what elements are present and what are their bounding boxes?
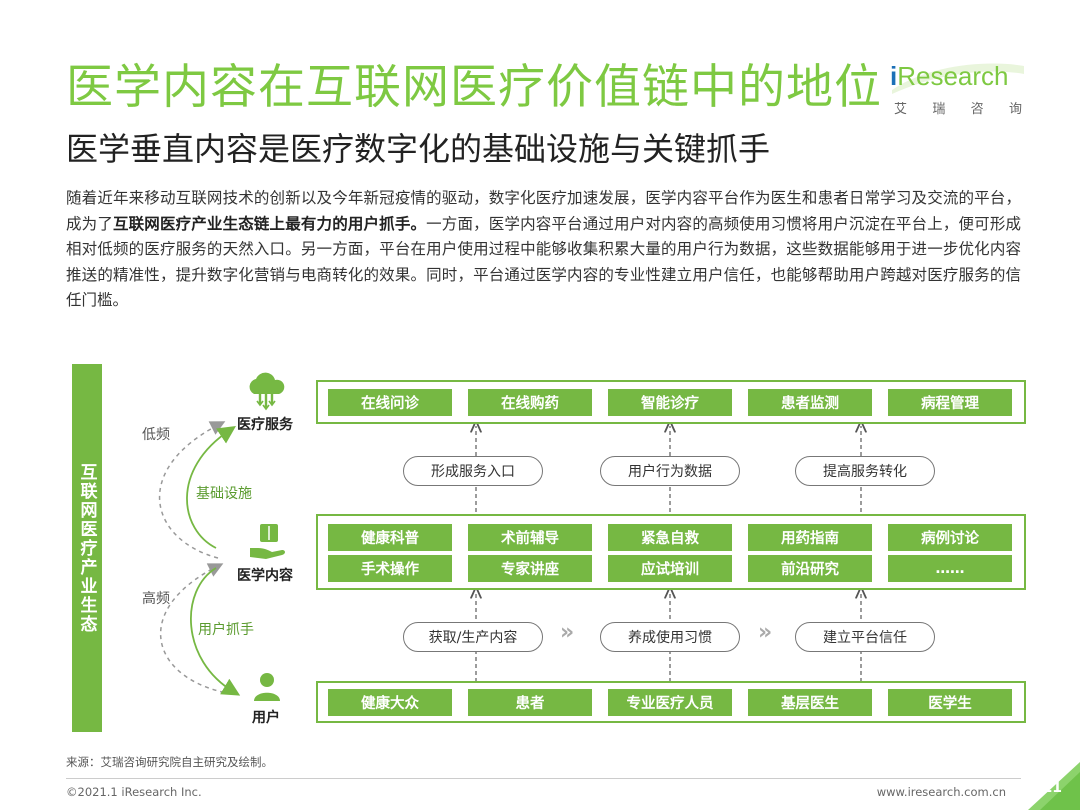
content-cell: 应试培训 bbox=[608, 555, 732, 582]
intro-bold: 互联网医疗产业生态链上最有力的用户抓手。 bbox=[112, 214, 427, 233]
cloud-service-icon bbox=[249, 372, 285, 411]
user-grip-arc bbox=[190, 567, 241, 696]
low-freq-label: 低频 bbox=[142, 427, 170, 443]
user-icon bbox=[254, 673, 280, 701]
content-cell: 病例讨论 bbox=[888, 524, 1012, 551]
user-cell: 医学生 bbox=[888, 689, 1012, 716]
chevron-right-icon: » bbox=[758, 620, 772, 645]
service-cell: 在线问诊 bbox=[328, 389, 452, 416]
chevron-right-icon: » bbox=[560, 620, 574, 645]
high-freq-arc bbox=[159, 563, 233, 695]
lower-pill: 获取/生产内容 bbox=[403, 622, 543, 652]
service-cell: 病程管理 bbox=[888, 389, 1012, 416]
logo-subtitle: 艾 瑞 咨 询 bbox=[894, 98, 1022, 117]
source-note: 来源：艾瑞咨询研究院自主研究及绘制。 bbox=[66, 755, 273, 769]
user-cell: 专业医疗人员 bbox=[608, 689, 732, 716]
logo-char: 咨 bbox=[970, 102, 984, 117]
page-title: 医学内容在互联网医疗价值链中的地位 bbox=[66, 60, 882, 115]
infrastructure-label: 基础设施 bbox=[196, 486, 252, 502]
lower-pill: 养成使用习惯 bbox=[600, 622, 740, 652]
website: www.iresearch.com.cn bbox=[876, 785, 1006, 799]
hand-book-icon bbox=[250, 524, 285, 559]
footer-divider bbox=[66, 778, 1021, 779]
logo-swoosh-icon bbox=[892, 63, 1024, 94]
infrastructure-arc bbox=[186, 426, 236, 549]
service-cell: 智能诊疗 bbox=[608, 389, 732, 416]
upper-pill: 用户行为数据 bbox=[600, 456, 740, 486]
content-cell: 前沿研究 bbox=[748, 555, 872, 582]
upper-pill: 提高服务转化 bbox=[795, 456, 935, 486]
intro-part2: 一方面，医学内容平台通过用户对内容的高频使用习惯将用户沉淀在平台上，便可形成相对… bbox=[66, 214, 1021, 310]
node-user-label: 用户 bbox=[252, 710, 280, 726]
user-cell: 患者 bbox=[468, 689, 592, 716]
content-cell: 健康科普 bbox=[328, 524, 452, 551]
content-cell: 术前辅导 bbox=[468, 524, 592, 551]
user-grip-label: 用户抓手 bbox=[198, 622, 254, 638]
content-cell: 手术操作 bbox=[328, 555, 452, 582]
content-cell: 专家讲座 bbox=[468, 555, 592, 582]
intro-paragraph: 随着近年来移动互联网技术的创新以及今年新冠疫情的驱动，数字化医疗加速发展，医学内… bbox=[66, 186, 1021, 314]
user-cell: 基层医生 bbox=[748, 689, 872, 716]
iresearch-logo: iResearch 艾 瑞 咨 询 bbox=[890, 58, 1026, 120]
logo-i: i bbox=[890, 61, 898, 91]
logo-name: iResearch bbox=[890, 58, 1009, 94]
copyright: ©2021.1 iResearch Inc. bbox=[66, 785, 202, 799]
lower-pill: 建立平台信任 bbox=[795, 622, 935, 652]
logo-char: 艾 bbox=[894, 102, 908, 117]
page-corner-icon bbox=[1028, 762, 1080, 810]
service-cell: 在线购药 bbox=[468, 389, 592, 416]
cycle-arrows bbox=[159, 421, 241, 696]
content-cell: …… bbox=[888, 555, 1012, 582]
page-number: 11 bbox=[1042, 780, 1062, 796]
ecosystem-label: 互联网医疗产业生态 bbox=[76, 462, 97, 634]
logo-char: 瑞 bbox=[932, 102, 946, 117]
upper-pill: 形成服务入口 bbox=[403, 456, 543, 486]
service-cell: 患者监测 bbox=[748, 389, 872, 416]
node-service-label: 医疗服务 bbox=[237, 417, 293, 433]
content-cell: 紧急自救 bbox=[608, 524, 732, 551]
low-freq-arc bbox=[159, 421, 226, 559]
ecosystem-bar: 互联网医疗产业生态 bbox=[72, 364, 102, 732]
high-freq-label: 高频 bbox=[142, 591, 170, 607]
page-subtitle: 医学垂直内容是医疗数字化的基础设施与关键抓手 bbox=[66, 130, 771, 168]
logo-char: 询 bbox=[1008, 102, 1022, 117]
intro-part1: 随着近年来移动互联网技术的创新以及今年新冠疫情的驱动，数字化医疗加速发展，医学内… bbox=[66, 189, 1021, 233]
user-cell: 健康大众 bbox=[328, 689, 452, 716]
logo-research: Research bbox=[897, 61, 1009, 91]
node-content-label: 医学内容 bbox=[237, 568, 293, 584]
content-cell: 用药指南 bbox=[748, 524, 872, 551]
